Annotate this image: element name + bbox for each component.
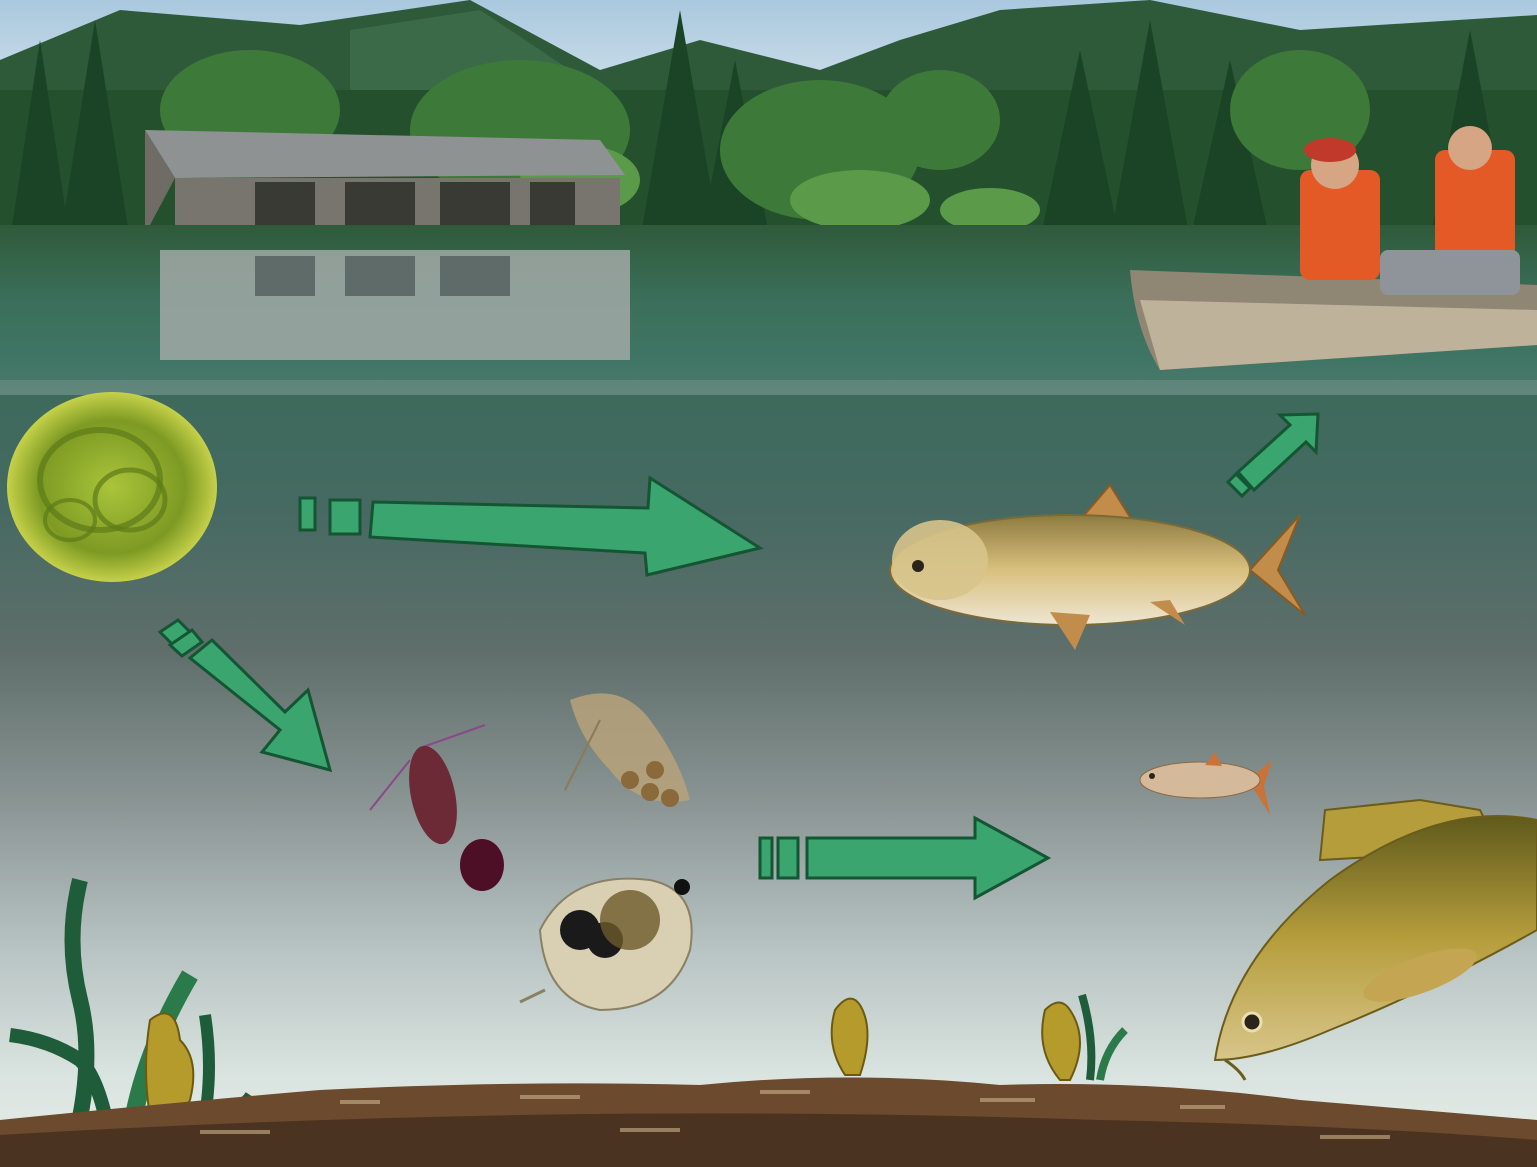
common-carp [1215,800,1537,1080]
arrow-phyto-to-zooplankton [160,620,330,770]
zooplankton-daphnia [520,879,692,1010]
zooplankton-copepod [370,725,504,891]
arrow-zooplankton-to-fish [760,818,1048,898]
lake-bed-sediment [0,1060,1537,1167]
phytoplankton-colony [7,392,217,582]
zooplankton-amphipod [565,693,690,807]
arrow-phyto-to-silver-carp [300,478,760,575]
small-fish [1140,752,1272,815]
silver-carp [890,485,1305,650]
arrow-fish-to-fishermen [1228,414,1318,496]
